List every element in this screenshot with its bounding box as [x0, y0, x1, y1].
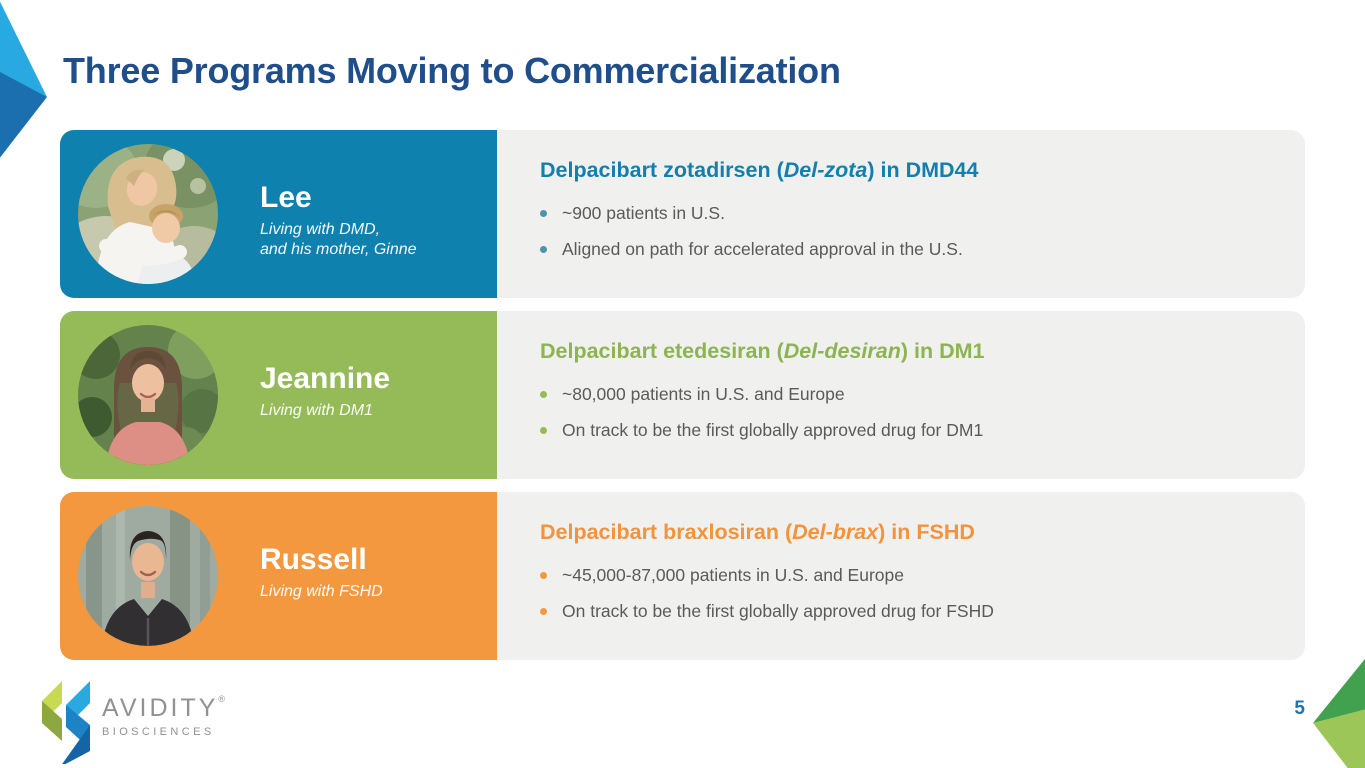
bullet-dot-icon [540, 209, 547, 217]
program-details-fshd: Delpacibart braxlosiran (Del-brax) in FS… [497, 492, 1305, 660]
bullet-item: ~80,000 patients in U.S. and Europe [540, 384, 1265, 406]
jeannine-photo [78, 325, 218, 465]
bullet-dot-icon [540, 245, 547, 253]
program-bullets: ~80,000 patients in U.S. and Europe On t… [540, 384, 1265, 442]
program-heading: Delpacibart braxlosiran (Del-brax) in FS… [540, 520, 975, 544]
patient-caption-line2: and his mother, Ginne [260, 241, 417, 259]
program-details-dm1: Delpacibart etedesiran (Del-desiran) in … [497, 311, 1305, 479]
patient-card-lee: Lee Living with DMD, and his mother, Gin… [60, 130, 497, 298]
program-bullets: ~900 patients in U.S. Aligned on path fo… [540, 203, 1265, 261]
patient-caption-line1: Living with FSHD [260, 582, 383, 600]
bullet-dot-icon [540, 390, 547, 398]
patient-card-jeannine: Jeannine Living with DM1 [60, 311, 497, 479]
russell-photo [78, 506, 218, 646]
patient-name: Russell [260, 543, 367, 576]
slide-title: Three Programs Moving to Commercializati… [63, 50, 841, 91]
bullet-item: On track to be the first globally approv… [540, 601, 1265, 623]
bullet-dot-icon [540, 426, 547, 434]
program-heading: Delpacibart zotadirsen (Del-zota) in DMD… [540, 158, 979, 182]
avidity-wordmark: AVIDITY® BIOSCIENCES [102, 694, 225, 738]
page-number: 5 [1294, 698, 1305, 719]
bullet-item: ~45,000-87,000 patients in U.S. and Euro… [540, 565, 1265, 587]
brand-subtitle: BIOSCIENCES [102, 726, 215, 738]
registered-mark: ® [218, 694, 226, 704]
patient-info: Lee Living with DMD, and his mother, Gin… [260, 182, 417, 261]
program-row-dmd: Lee Living with DMD, and his mother, Gin… [60, 130, 1305, 298]
bullet-dot-icon [540, 607, 547, 615]
program-row-fshd: Russell Living with FSHD Delpacibart bra… [60, 492, 1305, 660]
patient-info: Jeannine Living with DM1 [260, 363, 390, 421]
lee-and-mother-photo [78, 144, 218, 284]
bullet-item: On track to be the first globally approv… [540, 420, 1265, 442]
top-left-ribbon-decoration [0, 1, 47, 158]
patient-caption: Living with FSHD [260, 582, 383, 603]
bullet-item: Aligned on path for accelerated approval… [540, 239, 1265, 261]
patient-name: Jeannine [260, 362, 391, 395]
bottom-right-ribbon-decoration [1313, 658, 1365, 768]
program-heading: Delpacibart etedesiran (Del-desiran) in … [540, 339, 985, 363]
bullet-dot-icon [540, 571, 547, 579]
program-details-dmd: Delpacibart zotadirsen (Del-zota) in DMD… [497, 130, 1305, 298]
patient-info: Russell Living with FSHD [260, 544, 383, 602]
program-bullets: ~45,000-87,000 patients in U.S. and Euro… [540, 565, 1265, 623]
program-row-dm1: Jeannine Living with DM1 Delpacibart ete… [60, 311, 1305, 479]
patient-caption: Living with DM1 [260, 401, 390, 422]
patient-card-russell: Russell Living with FSHD [60, 492, 497, 660]
bullet-item: ~900 patients in U.S. [540, 203, 1265, 225]
program-rows: Lee Living with DMD, and his mother, Gin… [60, 130, 1305, 660]
patient-caption: Living with DMD, and his mother, Ginne [260, 220, 417, 262]
patient-name: Lee [260, 181, 312, 214]
brand-name: AVIDITY [102, 694, 219, 722]
patient-caption-line1: Living with DM1 [260, 401, 373, 419]
patient-caption-line1: Living with DMD, [260, 220, 381, 238]
avidity-logo-icon [42, 681, 90, 764]
